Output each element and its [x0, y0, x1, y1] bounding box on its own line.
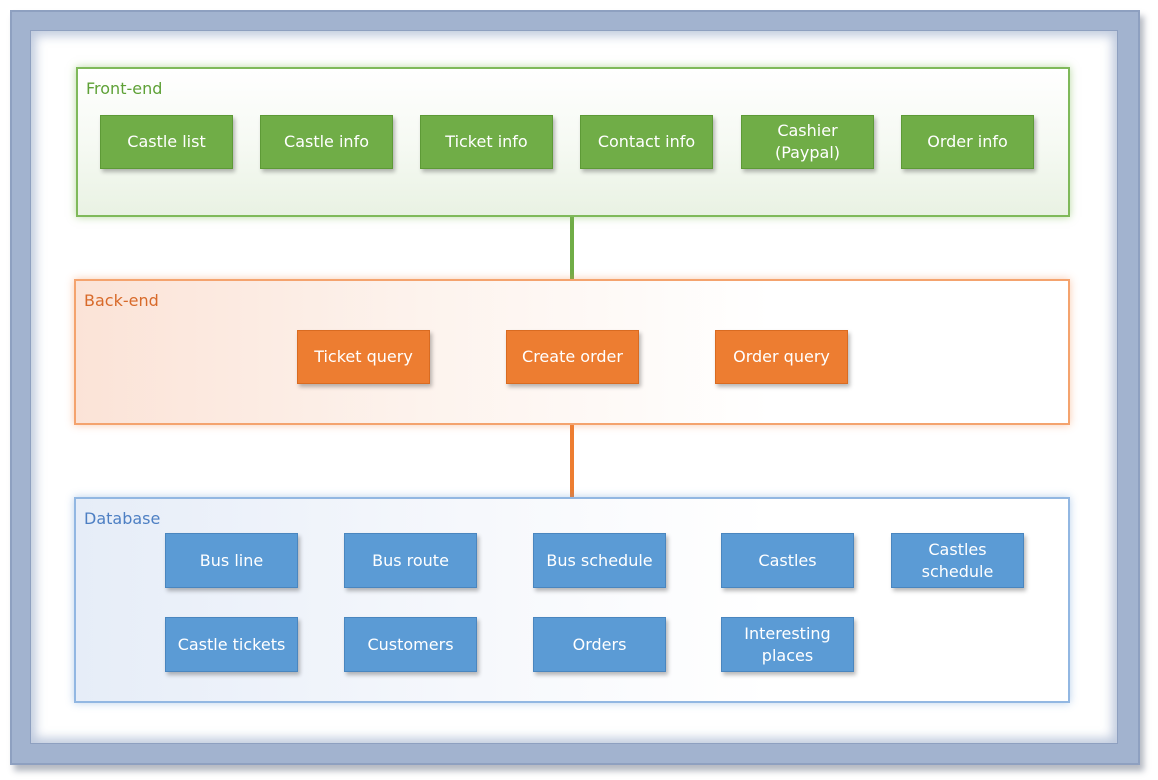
database-interesting-places-box: Interesting places [721, 617, 854, 672]
backend-ticket-query-box: Ticket query [297, 330, 430, 384]
database-customers-box: Customers [344, 617, 477, 672]
frontend-ticket-info-box: Ticket info [420, 115, 553, 169]
frontend-backend-connector [570, 216, 574, 280]
backend-create-order-box: Create order [506, 330, 639, 384]
frontend-castle-list-box: Castle list [100, 115, 233, 169]
backend-database-connector [570, 424, 574, 499]
database-layer: Database [74, 497, 1070, 703]
backend-order-query-box: Order query [715, 330, 848, 384]
backend-title: Back-end [84, 291, 159, 310]
database-castle-tickets-box: Castle tickets [165, 617, 298, 672]
database-orders-box: Orders [533, 617, 666, 672]
database-bus-route-box: Bus route [344, 533, 477, 588]
frontend-cashier-box: Cashier (Paypal) [741, 115, 874, 169]
frontend-castle-info-box: Castle info [260, 115, 393, 169]
frontend-title: Front-end [86, 79, 163, 98]
database-bus-schedule-box: Bus schedule [533, 533, 666, 588]
database-castles-box: Castles [721, 533, 854, 588]
frontend-order-info-box: Order info [901, 115, 1034, 169]
database-castles-schedule-box: Castles schedule [891, 533, 1024, 588]
frontend-contact-info-box: Contact info [580, 115, 713, 169]
database-bus-line-box: Bus line [165, 533, 298, 588]
database-title: Database [84, 509, 161, 528]
